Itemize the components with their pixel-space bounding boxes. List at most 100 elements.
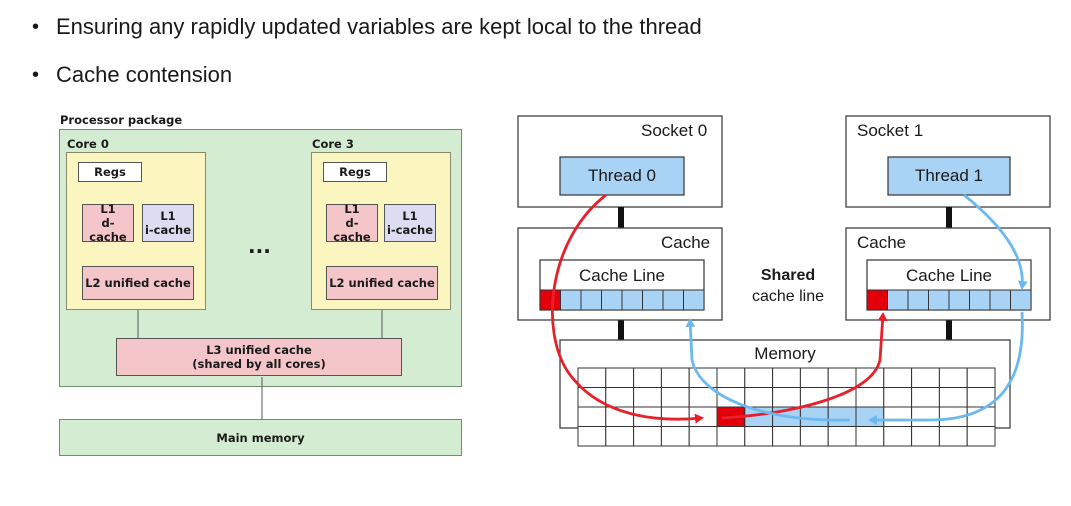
memory-cell	[716, 367, 746, 388]
l1-label: L1	[100, 202, 116, 216]
memory-cell	[744, 367, 774, 388]
cache-line-cell	[907, 289, 929, 311]
cache-0-label: Cache	[661, 233, 711, 252]
cache-line-0-cells	[539, 289, 705, 311]
memory-cell	[772, 387, 801, 408]
core-0-l2-cache: L2 unified cache	[82, 266, 194, 300]
cache-line-cell	[928, 289, 950, 311]
memory-cell	[883, 387, 913, 408]
memory-cell	[883, 426, 913, 447]
cache-line-cell	[948, 289, 970, 311]
memory-cell	[855, 406, 885, 427]
memory-cell	[577, 406, 607, 427]
memory-label: Memory	[754, 344, 816, 363]
l1-label: L1	[402, 209, 418, 223]
blue-arrow-thread1-to-cacheline	[963, 193, 1028, 290]
socket-0-cache-link	[618, 207, 624, 228]
memory-cell	[799, 406, 829, 427]
memory-cell	[772, 367, 801, 388]
cache-1-label: Cache	[857, 233, 907, 252]
memory-cell	[633, 367, 662, 388]
memory-cell	[827, 367, 857, 388]
memory-grid	[577, 367, 996, 447]
cache-line-cell	[580, 289, 602, 311]
memory-cell	[660, 387, 690, 408]
core-0-label: Core 0	[67, 137, 109, 151]
l1-label: L1	[344, 202, 360, 216]
memory-cell	[577, 367, 607, 388]
thread-0-label: Thread 0	[587, 166, 657, 185]
memory-cell	[966, 367, 996, 388]
core-3-regs: Regs	[323, 162, 387, 182]
memory-cell	[633, 387, 662, 408]
dcache-label: d-cache	[89, 216, 127, 244]
memory-cell	[827, 406, 857, 427]
memory-cell	[605, 367, 635, 388]
cache-line-cell	[887, 289, 909, 311]
bullet-dot: •	[32, 15, 40, 38]
memory-cell	[688, 426, 718, 447]
memory-cell	[938, 367, 968, 388]
memory-cell	[688, 367, 718, 388]
memory-cell	[911, 387, 940, 408]
shared-cache-line-label: cache line	[751, 288, 825, 305]
memory-cell	[772, 426, 801, 447]
socket-1-cache-link	[946, 207, 952, 228]
core-3-l1-dcache: L1 d-cache	[326, 202, 378, 244]
cache-line-1-label: Cache Line	[905, 266, 992, 285]
memory-cell	[827, 426, 857, 447]
cache-line-cell	[866, 289, 888, 311]
memory-cell	[605, 426, 635, 447]
cache-line-cell	[989, 289, 1011, 311]
blue-arrow-cache1-to-memory	[868, 311, 1024, 425]
memory-cell	[855, 387, 885, 408]
thread-1-box	[887, 156, 1011, 196]
memory-cell	[605, 387, 635, 408]
bullet-dot: •	[32, 63, 40, 86]
core-3-l1-icache: L1 i-cache	[384, 204, 436, 242]
thread-0-box	[559, 156, 685, 196]
dcache-label: d-cache	[333, 216, 371, 244]
cache-line-cell	[642, 289, 664, 311]
cache-line-cell	[662, 289, 684, 311]
memory-cell	[911, 426, 940, 447]
l3-cache: L3 unified cache (shared by all cores)	[116, 338, 402, 376]
memory-cell	[744, 426, 774, 447]
memory-cell	[855, 426, 885, 447]
thread-1-label: Thread 1	[914, 166, 984, 185]
memory-cell	[660, 406, 690, 427]
memory-cell	[883, 406, 913, 427]
socket-0-label: Socket 0	[641, 121, 708, 140]
l1-label: L1	[160, 209, 176, 223]
l3-label: L3 unified cache	[206, 343, 312, 357]
memory-cell	[966, 426, 996, 447]
memory-cell	[660, 426, 690, 447]
cache-line-cell	[1010, 289, 1032, 311]
icache-label: i-cache	[386, 223, 434, 237]
l3-shared-label: (shared by all cores)	[192, 357, 326, 371]
core-0-l1-dcache: L1 d-cache	[82, 202, 134, 244]
memory-cell	[911, 406, 940, 427]
memory-cell	[716, 426, 746, 447]
cache-1-memory-link	[946, 320, 952, 340]
icache-label: i-cache	[144, 223, 192, 237]
shared-label: Shared	[760, 267, 816, 284]
core-3-label: Core 3	[312, 137, 354, 151]
blue-arrow-memory-to-cache0	[685, 318, 851, 422]
core-0-regs: Regs	[78, 162, 142, 182]
main-memory: Main memory	[59, 419, 462, 456]
bullet-2: • Cache contension	[32, 62, 232, 88]
memory-cell	[577, 426, 607, 447]
core-0-l1-icache: L1 i-cache	[142, 204, 194, 242]
cache-line-cell	[969, 289, 991, 311]
processor-package-label: Processor package	[60, 113, 183, 127]
cache-line-cell	[621, 289, 643, 311]
memory-cell	[938, 387, 968, 408]
memory-cell	[744, 387, 774, 408]
memory-cell	[633, 426, 662, 447]
cache-line-cell	[683, 289, 705, 311]
memory-cell	[660, 367, 690, 388]
cache-line-cell	[560, 289, 582, 311]
red-arrow-memory-to-cache1	[721, 312, 888, 420]
